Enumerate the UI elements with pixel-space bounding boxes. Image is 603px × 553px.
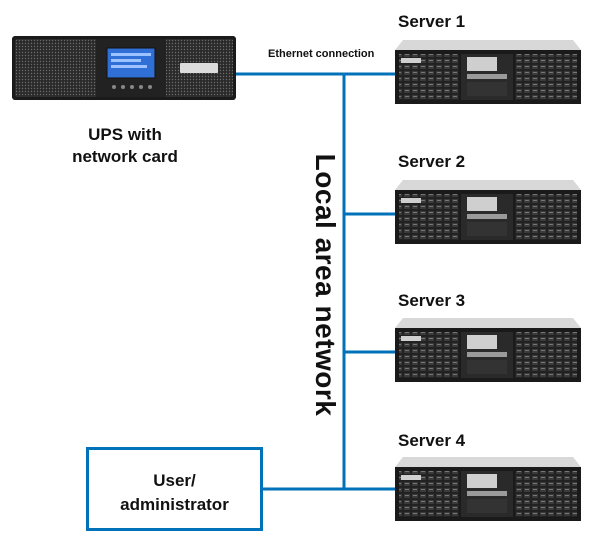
- server-1-label: Server 1: [398, 12, 466, 31]
- server-icon: [395, 457, 581, 521]
- server-1: [395, 40, 581, 104]
- server-2-label: Server 2: [398, 152, 466, 171]
- server-icon: [395, 40, 581, 104]
- server-icon: [395, 180, 581, 244]
- server-4-label: Server 4: [398, 431, 466, 450]
- admin-label-line2: administrator: [120, 495, 229, 514]
- ups-device: [12, 36, 236, 100]
- ups-label: UPS with network card: [60, 124, 190, 168]
- local-area-network-label: Local area network: [310, 153, 341, 417]
- ethernet-connection-label: Ethernet connection: [268, 48, 375, 60]
- user-administrator-label: User/ administrator: [89, 469, 260, 517]
- user-administrator-box: User/ administrator: [86, 447, 263, 531]
- admin-label-line1: User/: [153, 471, 196, 490]
- server-3: [395, 318, 581, 382]
- server-icon: [395, 318, 581, 382]
- ups-label-line1: UPS with: [88, 125, 162, 144]
- ups-label-line2: network card: [72, 147, 178, 166]
- ups-icon: [12, 36, 236, 100]
- server-4: [395, 457, 581, 521]
- server-2: [395, 180, 581, 244]
- server-3-label: Server 3: [398, 291, 466, 310]
